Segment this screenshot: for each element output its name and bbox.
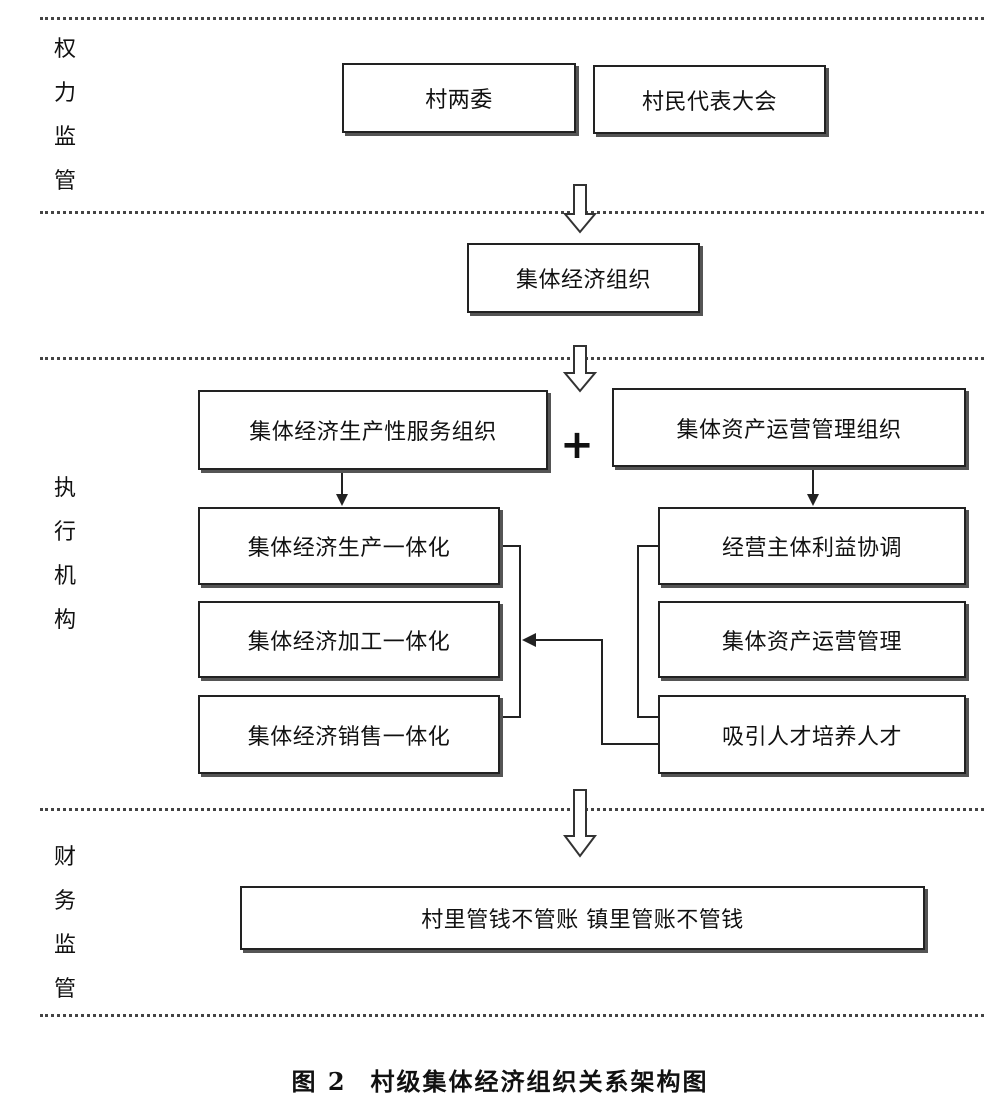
divider-top [40, 17, 984, 20]
box-finance-rule: 村里管钱不管账 镇里管账不管钱 [240, 886, 925, 950]
box-production-integration: 集体经济生产一体化 [198, 507, 500, 585]
box-asset-management-org: 集体资产运营管理组织 [612, 388, 966, 467]
box-sales-integration: 集体经济销售一体化 [198, 695, 500, 774]
box-villager-assembly: 村民代表大会 [593, 65, 826, 134]
box-processing-integration: 集体经济加工一体化 [198, 601, 500, 678]
box-asset-management: 集体资产运营管理 [658, 601, 966, 678]
down-arrow-icon [562, 184, 598, 234]
caption-number: 图 2 [291, 1067, 347, 1096]
caption-title: 村级集体经济组织关系架构图 [370, 1067, 709, 1096]
bracket-left [500, 545, 521, 718]
figure-caption: 图 2 村级集体经济组织关系架构图 [0, 1062, 1000, 1097]
arrowhead-icon [522, 633, 536, 647]
box-collective-org: 集体经济组织 [467, 243, 700, 313]
divider-execution-finance [40, 808, 984, 811]
box-production-service-org: 集体经济生产性服务组织 [198, 390, 548, 470]
feedback-line [534, 639, 658, 745]
plus-sign: + [560, 422, 594, 468]
box-village-committees: 村两委 [342, 63, 576, 133]
box-interest-coordination: 经营主体利益协调 [658, 507, 966, 585]
section-label-finance: 财 务 监 管 [53, 845, 76, 1002]
section-label-execution: 执 行 机 构 [53, 476, 76, 633]
arrowhead-icon [336, 494, 348, 506]
down-arrow-icon [563, 789, 597, 858]
arrowhead-icon [807, 494, 819, 506]
divider-power-collective [40, 211, 984, 214]
down-arrow-icon [562, 345, 598, 393]
divider-collective-execution [40, 357, 984, 360]
bracket-right [637, 545, 658, 718]
box-talent: 吸引人才培养人才 [658, 695, 966, 774]
divider-bottom [40, 1014, 984, 1017]
section-label-power: 权 力 监 管 [53, 37, 76, 194]
